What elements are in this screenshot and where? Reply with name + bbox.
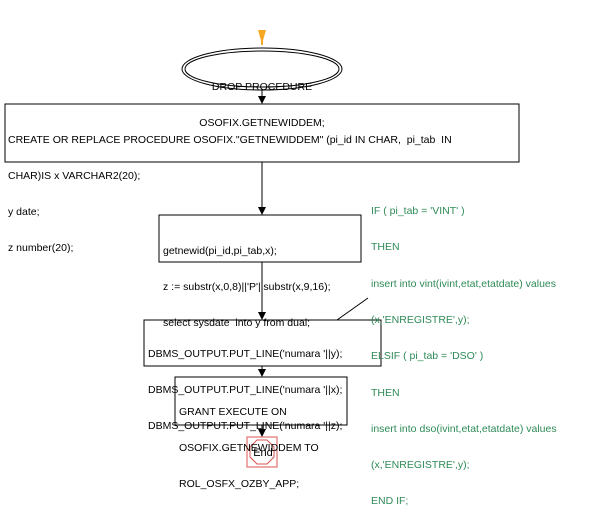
output-node[interactable]	[143, 319, 382, 367]
grant-line-1: GRANT EXECUTE ON	[179, 406, 287, 418]
getnewid-line-3: select sysdate into y from dual;	[163, 317, 311, 329]
comment-line-7: insert into dso(ivint,etat,etatdate) val…	[371, 422, 557, 435]
comment-connector	[336, 297, 369, 321]
output-text: DBMS_OUTPUT.PUT_LINE('numara '||y); DBMS…	[148, 324, 342, 444]
getnewid-line-2: z := substr(x,0,8)||'P'||substr(x,9,16);	[163, 281, 331, 293]
flowchart-canvas: End	[4, 30, 520, 468]
comment-line-2: THEN	[371, 241, 400, 254]
comment-line-5: ELSIF ( pi_tab = 'DSO' )	[371, 350, 484, 363]
end-node-octagon	[249, 439, 275, 465]
output-line-1: DBMS_OUTPUT.PUT_LINE('numara '||y);	[148, 348, 343, 360]
comment-note: IF ( pi_tab = 'VINT' ) THEN insert into …	[371, 181, 557, 520]
comment-line-3: insert into vint(ivint,etat,etatdate) va…	[371, 277, 557, 290]
create-procedure-node[interactable]	[4, 103, 520, 163]
output-line-3: DBMS_OUTPUT.PUT_LINE('numara '||z);	[148, 420, 343, 432]
getnewid-line-1: getnewid(pi_id,pi_tab,x);	[163, 245, 277, 257]
drop-procedure-line-2: OSOFIX.GETNEWIDDEM;	[199, 117, 325, 129]
create-procedure-line-4: z number(20);	[8, 242, 74, 254]
comment-line-6: THEN	[371, 386, 400, 399]
comment-line-9: END IF;	[371, 495, 409, 508]
create-procedure-text: CREATE OR REPLACE PROCEDURE OSOFIX."GETN…	[8, 110, 452, 266]
comment-line-8: (x,'ENREGISTRE',y);	[371, 459, 470, 472]
getnewid-text: getnewid(pi_id,pi_tab,x); z := substr(x,…	[163, 221, 331, 341]
grant-node[interactable]	[174, 376, 348, 426]
grant-line-3: ROL_OSFX_OZBY_APP;	[179, 478, 300, 490]
grant-line-2: OSOFIX.GETNEWIDDEM TO	[179, 442, 319, 454]
comment-line-1: IF ( pi_tab = 'VINT' )	[371, 205, 465, 218]
create-procedure-line-1: CREATE OR REPLACE PROCEDURE OSOFIX."GETN…	[8, 134, 452, 146]
drop-procedure-node-inner	[184, 50, 340, 88]
drop-procedure-text: DROP PROCEDURE OSOFIX.GETNEWIDDEM;	[194, 57, 330, 141]
create-procedure-line-3: y date;	[8, 206, 40, 218]
output-line-2: DBMS_OUTPUT.PUT_LINE('numara '||x);	[148, 384, 343, 396]
getnewid-node[interactable]	[158, 214, 362, 263]
create-procedure-line-2: CHAR)IS x VARCHAR2(20);	[8, 170, 141, 182]
drop-procedure-line-1: DROP PROCEDURE	[211, 81, 313, 93]
grant-text: GRANT EXECUTE ON OSOFIX.GETNEWIDDEM TO R…	[179, 382, 319, 502]
comment-line-4: (x,'ENREGISTRE',y);	[371, 314, 470, 327]
end-node-label: End	[253, 447, 273, 459]
